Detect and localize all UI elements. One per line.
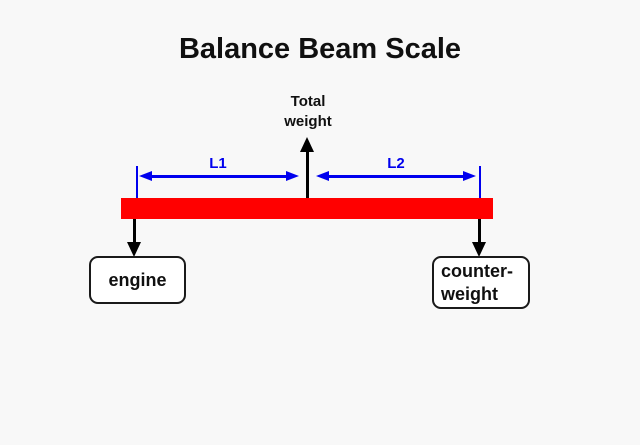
up-arrow-icon [300, 137, 314, 152]
l1-dimension-line [150, 175, 288, 178]
diagram-title: Balance Beam Scale [178, 33, 462, 65]
engine-arrow-line [133, 219, 136, 245]
l1-arrowhead-left-icon [139, 171, 152, 181]
l1-label: L1 [209, 155, 227, 172]
engine-box: engine [89, 256, 186, 304]
l2-label: L2 [387, 155, 405, 172]
beam-bar [121, 198, 493, 219]
total-weight-label: Total weight [284, 93, 332, 130]
l2-arrowhead-left-icon [316, 171, 329, 181]
down-arrow-right-icon [472, 242, 486, 257]
l2-end-tick [479, 166, 481, 199]
l1-arrowhead-right-icon [286, 171, 299, 181]
total-weight-arrow-line [306, 151, 309, 200]
counterweight-arrow-line [478, 219, 481, 245]
l1-end-tick [136, 166, 138, 199]
counterweight-box: counter- weight [432, 256, 530, 309]
l2-dimension-line [327, 175, 465, 178]
down-arrow-left-icon [127, 242, 141, 257]
l2-arrowhead-right-icon [463, 171, 476, 181]
